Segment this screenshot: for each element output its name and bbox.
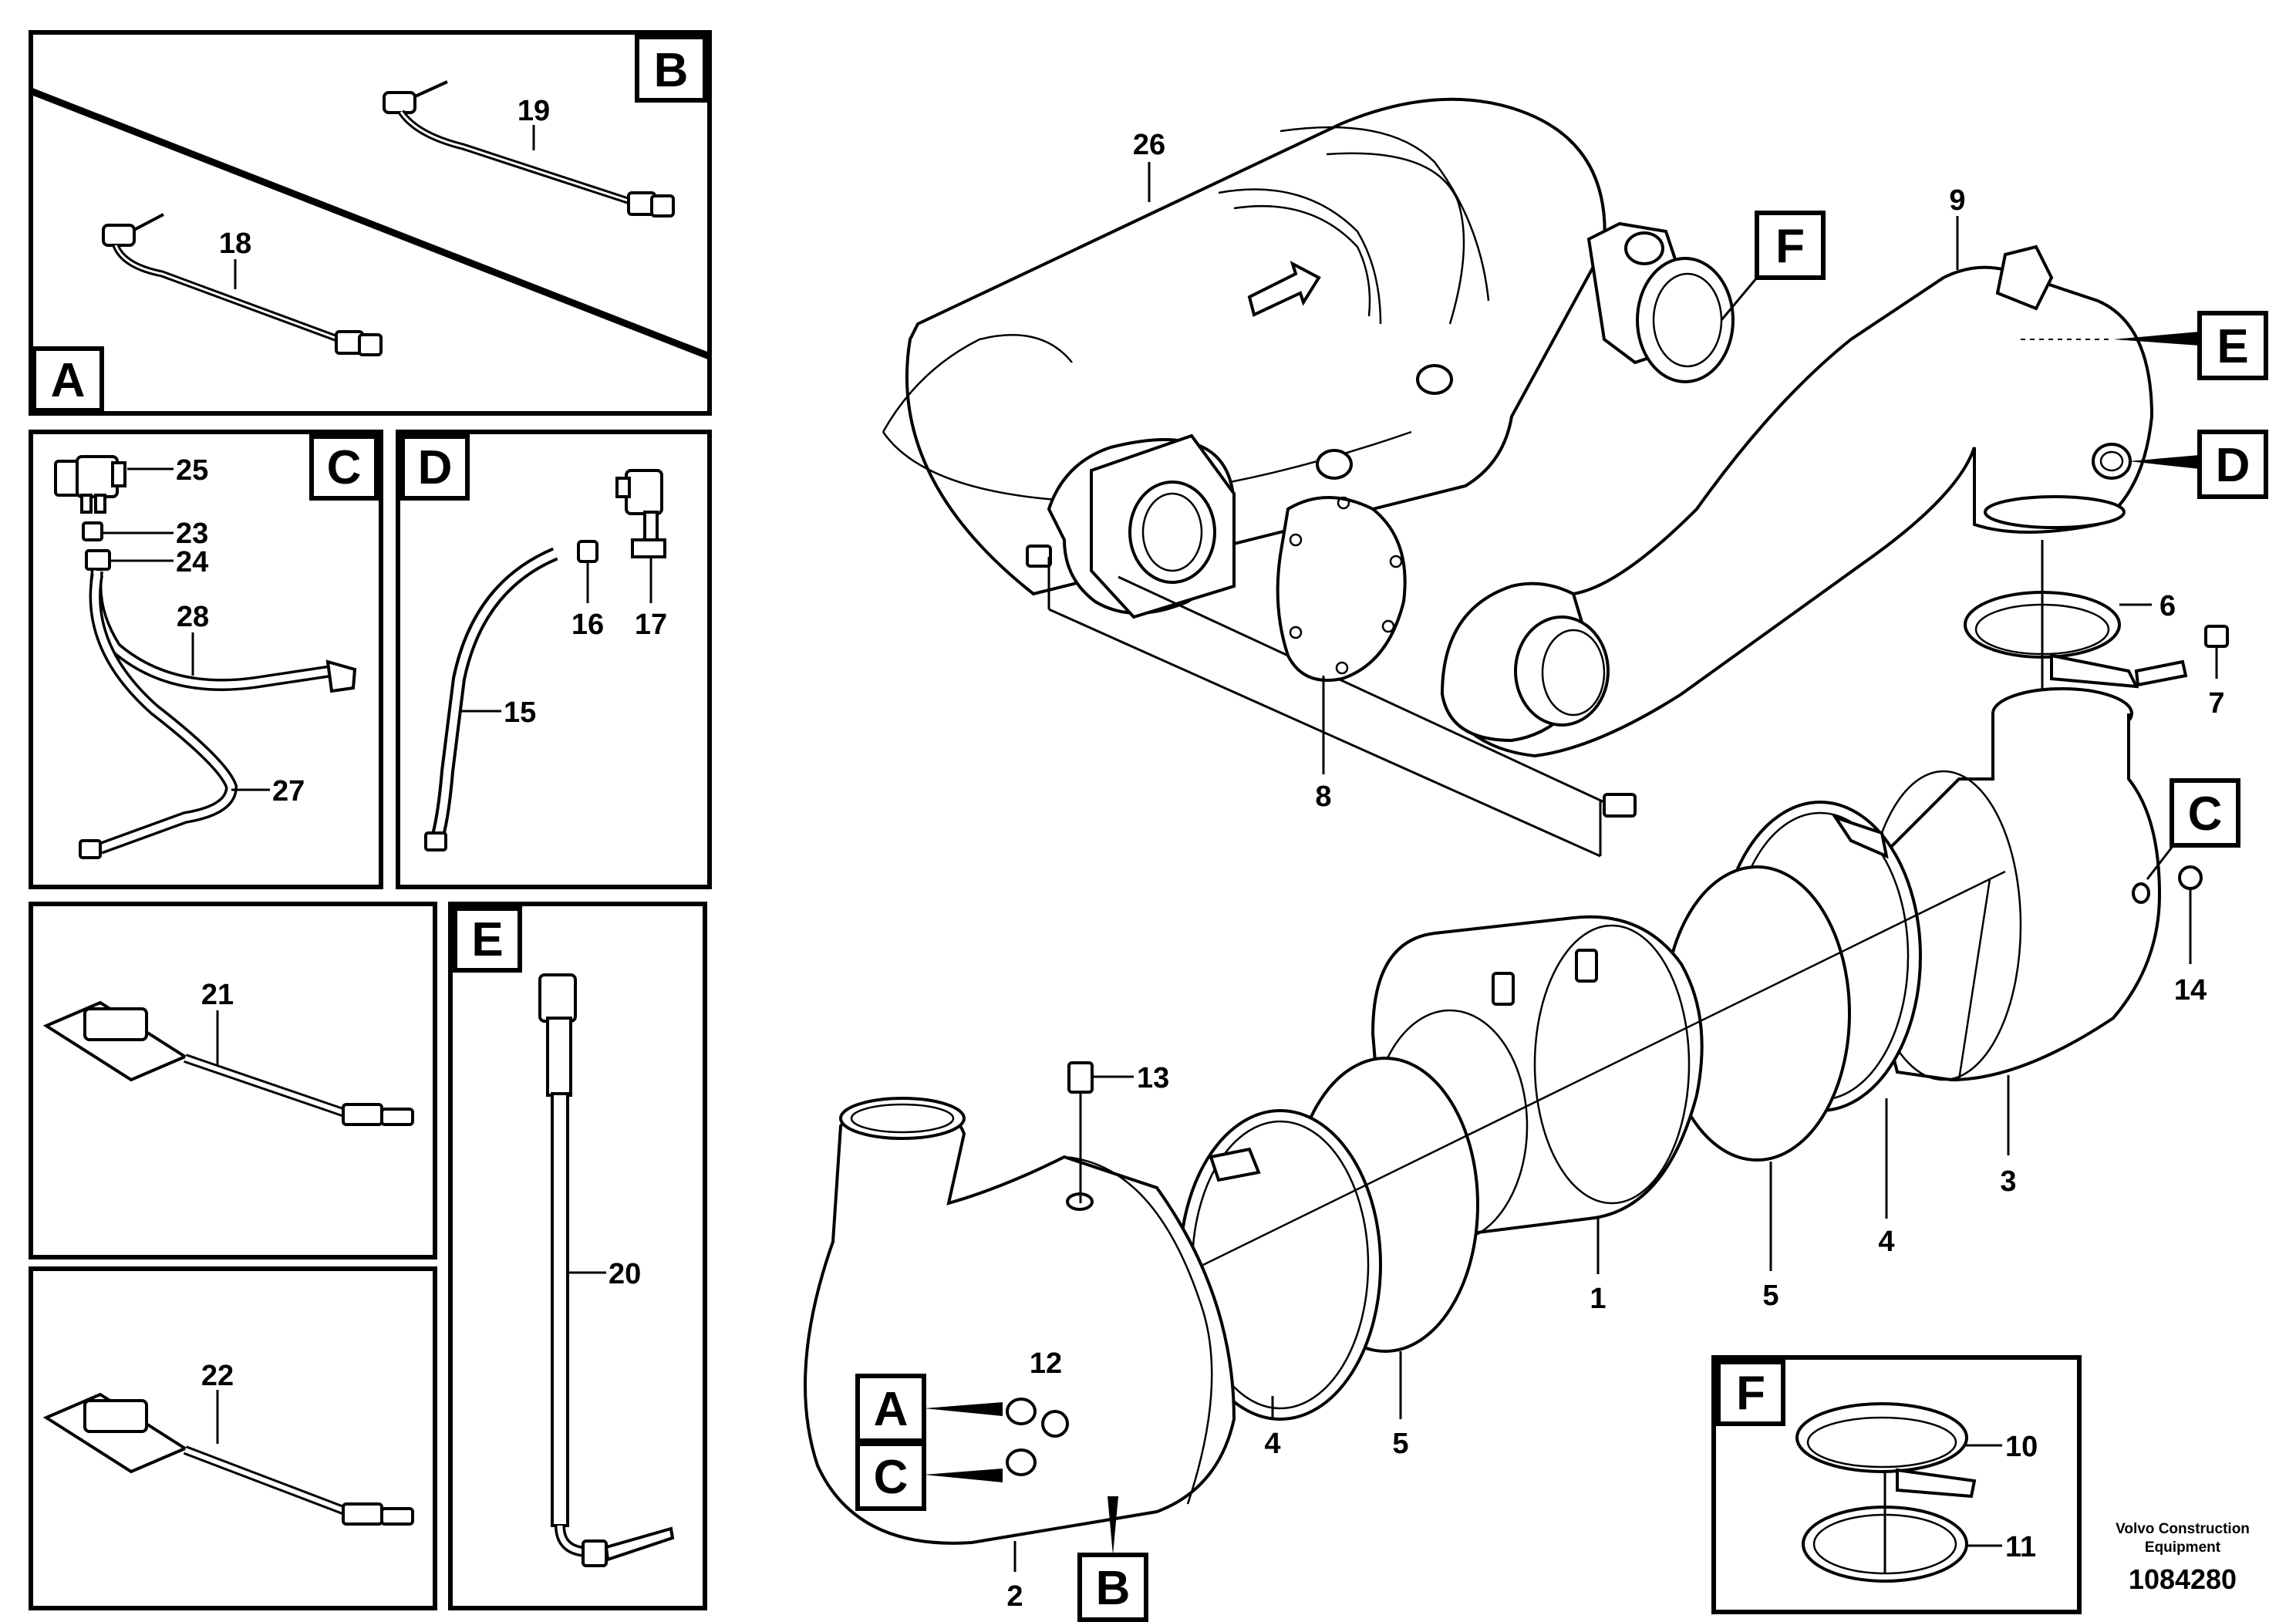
- temperature-sensor-20: [538, 973, 675, 1567]
- label-box-f-detail: F: [1736, 1367, 1765, 1420]
- label-box-b-main: B: [1096, 1562, 1131, 1615]
- part-number-4-right: 4: [1878, 1226, 1894, 1258]
- part-number-7: 7: [2208, 687, 2224, 720]
- part-number-1: 1: [1590, 1283, 1606, 1315]
- label-box-c-detail: C: [327, 441, 362, 494]
- v-band-clamp-6: [1964, 591, 2188, 689]
- part-number-19: 19: [518, 95, 550, 127]
- label-box-c-main-2: C: [874, 1451, 909, 1504]
- main-assembly: 26 8: [804, 97, 2268, 1622]
- part-number-15: 15: [504, 696, 536, 729]
- gasket-8: [1276, 496, 1407, 682]
- part-number-23: 23: [176, 518, 208, 550]
- label-box-e-detail: E: [471, 913, 503, 966]
- scr-outlet-housing-3: [1865, 687, 2162, 1082]
- part-number-27: 27: [272, 775, 305, 808]
- part-number-5-left: 5: [1392, 1428, 1408, 1460]
- panel-f: F 10 11: [1711, 1355, 2082, 1614]
- part-number-13: 13: [1137, 1062, 1169, 1094]
- label-box-d-main: D: [2216, 439, 2250, 492]
- part-number-21: 21: [201, 979, 234, 1011]
- panel-nox-sensor-22: 22: [29, 1266, 437, 1610]
- panel-ab: B A 19 18: [29, 30, 712, 416]
- panel-c: C 25 23 24 28 27: [29, 430, 383, 889]
- nox-sensor-22: [42, 1392, 414, 1526]
- label-box-a-main: A: [874, 1383, 909, 1436]
- part-number-25: 25: [176, 454, 208, 487]
- part-number-12: 12: [1030, 1347, 1062, 1380]
- part-number-24: 24: [176, 546, 208, 578]
- part-number-26: 26: [1133, 129, 1165, 161]
- label-box-c-main: C: [2188, 787, 2223, 841]
- part-number-11: 11: [2005, 1531, 2036, 1563]
- inlet-housing-2: [804, 1097, 1236, 1545]
- panel-d: D 16 17 15: [396, 430, 712, 889]
- part-number-2: 2: [1006, 1580, 1023, 1613]
- label-box-e-main: E: [2217, 320, 2248, 373]
- brand-line-1: Volvo Construction: [2116, 1521, 2250, 1537]
- label-box-b: B: [654, 44, 689, 97]
- pressure-sensor-17: [615, 469, 666, 558]
- part-number-4-left: 4: [1264, 1428, 1280, 1460]
- brand-line-2: Equipment: [2145, 1539, 2221, 1556]
- part-number-10: 10: [2005, 1431, 2038, 1463]
- part-number-28: 28: [177, 601, 209, 633]
- pressure-sensor-25: [54, 455, 126, 514]
- exhaust-pipe-9: [1440, 244, 2154, 758]
- label-box-f-main: F: [1775, 220, 1805, 273]
- document-number: 1084280: [2129, 1563, 2237, 1595]
- part-number-9: 9: [1949, 184, 1965, 217]
- temperature-sensor-19: [383, 80, 675, 218]
- part-number-22: 22: [201, 1360, 234, 1392]
- temperature-sensor-18: [102, 213, 383, 356]
- dpf-canister-26: [882, 97, 1607, 596]
- part-number-5-right: 5: [1762, 1280, 1778, 1312]
- part-number-3: 3: [2000, 1165, 2016, 1198]
- part-number-14: 14: [2174, 974, 2207, 1007]
- v-band-clamp-10: [1795, 1402, 1977, 1499]
- label-box-a: A: [51, 354, 86, 407]
- part-number-18: 18: [219, 228, 251, 260]
- nox-sensor-21: [42, 1000, 414, 1126]
- panel-nox-sensor-21: 21: [29, 902, 437, 1259]
- part-number-6: 6: [2159, 590, 2176, 622]
- part-number-8: 8: [1315, 781, 1331, 813]
- dpf-outlet-port: [1586, 221, 1735, 383]
- panel-e: E 20: [448, 902, 707, 1610]
- part-number-16: 16: [571, 609, 604, 641]
- label-box-d-detail: D: [418, 441, 453, 494]
- part-number-17: 17: [635, 609, 667, 641]
- dpf-inlet-flange: [1047, 433, 1236, 619]
- part-number-20: 20: [609, 1258, 641, 1290]
